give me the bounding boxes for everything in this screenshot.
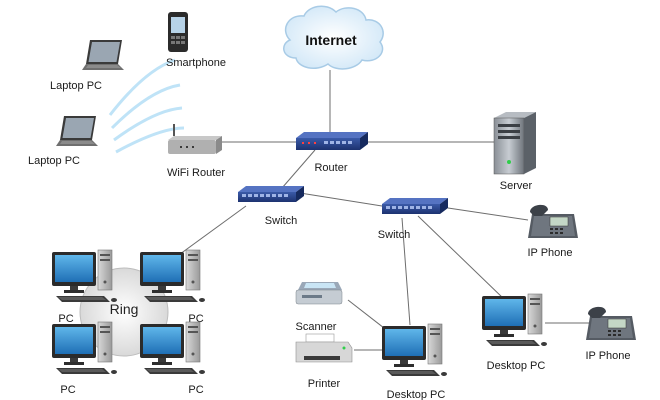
laptop-bottom-device[interactable] — [56, 116, 98, 146]
router-label: Router — [314, 162, 347, 174]
switch-right-device[interactable] — [382, 198, 448, 214]
internet-label: Internet — [305, 32, 357, 48]
internet-cloud: Internet — [283, 5, 384, 70]
ring-pc-bottom-right-label: PC — [188, 384, 203, 396]
switch-left-label: Switch — [265, 215, 297, 227]
laptop-top-device[interactable] — [82, 40, 124, 70]
wifi-router-device[interactable] — [168, 124, 222, 154]
printer-label: Printer — [308, 378, 341, 390]
ring-pc-bottom-right-device[interactable] — [139, 321, 206, 375]
smartphone-device[interactable] — [168, 12, 188, 52]
laptop-bottom-label: Laptop PC — [28, 155, 80, 167]
ring-pc-top-left-label: PC — [58, 313, 73, 325]
scanner-device[interactable] — [295, 282, 343, 305]
switch-right-label: Switch — [378, 229, 410, 241]
link-desktop-scanner — [347, 299, 385, 329]
scanner-label: Scanner — [296, 321, 337, 333]
router-device[interactable] — [296, 132, 368, 150]
link-switch-left-switch-right — [299, 192, 383, 207]
desktop-right-label: Desktop PC — [487, 360, 546, 372]
wifi-signal-waves — [108, 58, 185, 154]
desktop-right-device[interactable] — [481, 293, 548, 347]
ring-pc-bottom-left-label: PC — [60, 384, 75, 396]
ip-phone-bottom-label: IP Phone — [585, 350, 630, 362]
link-router-switch-left — [281, 149, 316, 189]
desktop-center-device[interactable] — [381, 323, 448, 377]
ip-phone-top-device[interactable] — [527, 204, 579, 239]
printer-device[interactable] — [295, 333, 353, 363]
connection-lines — [164, 70, 590, 351]
link-switch-right-desktop-center — [401, 217, 411, 326]
ip-phone-bottom-device[interactable] — [585, 306, 637, 341]
server-device[interactable] — [493, 112, 536, 175]
server-label: Server — [500, 180, 533, 192]
switch-left-device[interactable] — [238, 186, 304, 202]
desktop-center-label: Desktop PC — [387, 389, 446, 400]
smartphone-label: Smartphone — [166, 57, 226, 69]
ring-label: Ring — [110, 301, 139, 317]
link-switch-right-ipphone — [447, 207, 529, 221]
link-switch-right-desktop-right — [417, 215, 506, 301]
ip-phone-top-label: IP Phone — [527, 247, 572, 259]
ring-pc-bottom-left-device[interactable] — [51, 321, 118, 375]
wifi-router-label: WiFi Router — [167, 167, 225, 179]
laptop-top-label: Laptop PC — [50, 80, 102, 92]
